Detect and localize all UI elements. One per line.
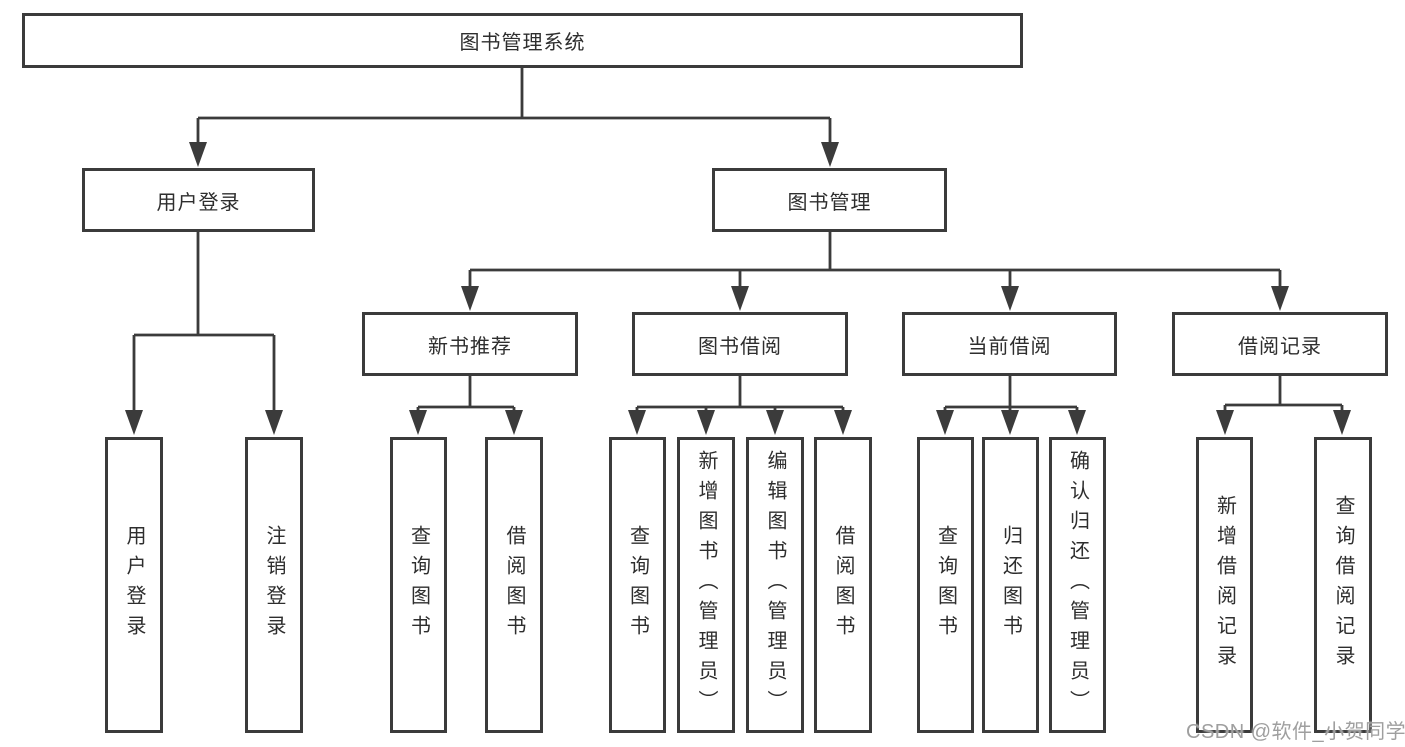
node-current-borrow: 当前借阅 xyxy=(902,312,1117,376)
leaf-label: 查询图书 xyxy=(934,525,957,645)
leaf-query-books-1: 查询图书 xyxy=(390,437,447,733)
leaf-label: 借阅图书 xyxy=(832,525,854,645)
leaf-label: 编辑图书（管理员） xyxy=(764,450,786,720)
leaf-label: 新增借阅记录 xyxy=(1213,495,1236,675)
leaf-add-borrow-record: 新增借阅记录 xyxy=(1196,437,1253,733)
leaf-query-borrow-record: 查询借阅记录 xyxy=(1314,437,1372,733)
leaf-return-books: 归还图书 xyxy=(982,437,1039,733)
leaf-label: 归还图书 xyxy=(999,525,1022,645)
csdn-watermark: CSDN @软件_小贺同学 xyxy=(1186,721,1405,743)
node-borrow-records: 借阅记录 xyxy=(1172,312,1388,376)
leaf-logout: 注销登录 xyxy=(245,437,303,733)
leaf-label: 注销登录 xyxy=(263,525,285,645)
leaf-label: 确认归还（管理员） xyxy=(1066,450,1089,720)
leaf-label: 查询图书 xyxy=(626,525,649,645)
leaf-label: 新增图书（管理员） xyxy=(695,450,717,720)
node-new-book-recommend: 新书推荐 xyxy=(362,312,578,376)
leaf-query-books-2: 查询图书 xyxy=(609,437,666,733)
tree-edges xyxy=(132,68,1344,412)
leaf-borrow-books-2: 借阅图书 xyxy=(814,437,872,733)
leaf-edit-books-admin: 编辑图书（管理员） xyxy=(746,437,804,733)
leaf-borrow-books-1: 借阅图书 xyxy=(485,437,543,733)
leaf-label: 查询借阅记录 xyxy=(1332,495,1354,675)
node-book-borrow: 图书借阅 xyxy=(632,312,848,376)
node-book-management: 图书管理 xyxy=(712,168,947,232)
leaf-label: 查询图书 xyxy=(407,525,430,645)
leaf-add-books-admin: 新增图书（管理员） xyxy=(677,437,735,733)
leaf-label: 用户登录 xyxy=(123,525,145,645)
leaf-query-books-3: 查询图书 xyxy=(917,437,974,733)
arrow-down-icons xyxy=(125,142,1351,435)
leaf-label: 借阅图书 xyxy=(503,525,525,645)
leaf-user-login: 用户登录 xyxy=(105,437,163,733)
node-root-system: 图书管理系统 xyxy=(22,13,1023,68)
leaf-confirm-return-admin: 确认归还（管理员） xyxy=(1049,437,1106,733)
node-user-login: 用户登录 xyxy=(82,168,315,232)
